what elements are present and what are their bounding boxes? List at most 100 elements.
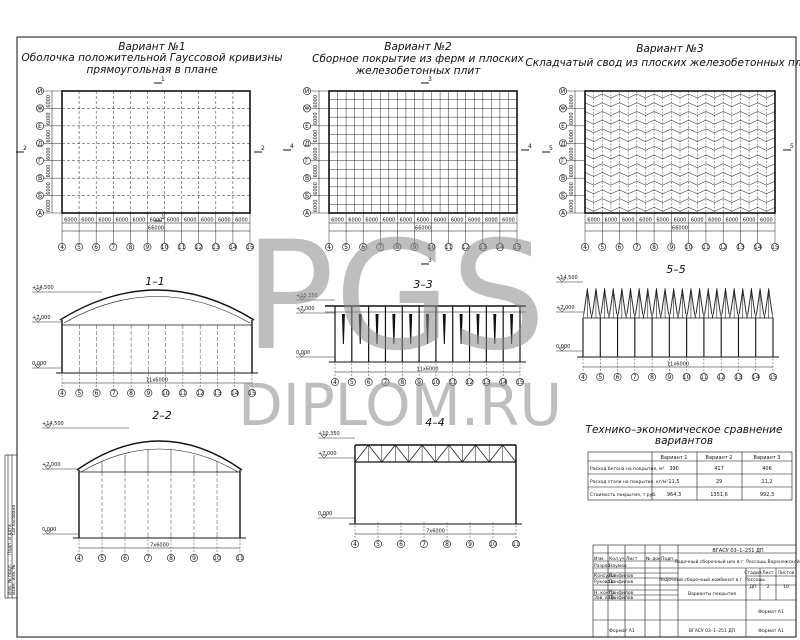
plan3-span-label: 6000 — [656, 218, 669, 224]
plan1-axis-bottom-label: 15 — [246, 244, 254, 251]
sec55-fold-inner — [652, 291, 660, 315]
plan3-axis-bottom-label: 10 — [685, 244, 693, 251]
sec33-axis-label: 6 — [367, 379, 371, 386]
plan3-total-label: 66000 — [672, 226, 688, 232]
stamp-name-5: Панфилов — [609, 595, 633, 601]
plan2-axis-left-label: Г — [305, 158, 309, 165]
plan2-axis-left-circle — [303, 191, 311, 200]
plan2-axis-left-label: Б — [305, 193, 309, 200]
sec33-axis-label: 11 — [449, 379, 457, 386]
sec33-level-mid-label: +7,000 — [296, 306, 315, 312]
cut-2-right-label: 2 — [261, 145, 265, 152]
sec44-truss-diagonal — [421, 444, 436, 463]
sec55-axis-circle — [734, 373, 743, 381]
variant1-subtitle-1: Оболочка положительной Гауссовой кривизн… — [21, 52, 282, 64]
plan2-axis-left-circle — [303, 121, 311, 130]
sec33-axis-circle — [516, 378, 524, 386]
plan3-span-label: 6000 — [708, 218, 721, 224]
plan1-outline — [61, 90, 251, 214]
plan2-span-label: 6000 — [485, 218, 498, 224]
plan3-side-label: 6000 — [569, 112, 575, 125]
sec55-fold-inner — [747, 291, 755, 315]
stamp-sheet-title: Варианты покрытия — [688, 591, 736, 597]
plan1-axis-bottom-circle — [211, 243, 220, 251]
sec44-axis-label: 10 — [489, 541, 497, 548]
plan3-axis-bottom-circle — [771, 243, 779, 251]
plan2-axis-bottom-label: 8 — [395, 244, 399, 251]
plan3-fold-zigzag — [584, 146, 776, 151]
sec55-level-top-arrow — [558, 278, 566, 283]
sec11-axis-circle — [127, 389, 135, 397]
sec55-axis-circle — [751, 373, 760, 381]
sec44-axis-circle — [397, 540, 405, 548]
plan3-axis-bottom-circle — [702, 243, 710, 251]
sec22-axis-circle — [75, 554, 83, 562]
sec33-truss-post — [459, 314, 463, 344]
cut-4-left-label: 4 — [290, 143, 294, 150]
sec11-axis-circle — [109, 389, 118, 397]
sec44-axis-circle — [512, 540, 520, 548]
sec55-axis-label: 4 — [581, 374, 585, 381]
comparison-row1-name: Расход бетона на покрытие, м³ — [590, 466, 664, 472]
sec55-fold-inner — [618, 291, 626, 315]
plan2-axis-bottom-circle — [496, 243, 504, 251]
watermark-pgs: PGS — [244, 210, 546, 384]
sec55-axis-label: 7 — [633, 374, 637, 381]
comparison-row3-v1: 964,3 — [667, 492, 681, 498]
comparison-row3-v3: 992,3 — [760, 492, 774, 498]
sec44-axis-circle — [443, 540, 451, 548]
plan1-axis-bottom-circle — [58, 243, 66, 251]
sec44-axis-label: 11 — [512, 541, 520, 548]
plan3-side-label: 6000 — [569, 182, 575, 195]
plan2-axis-bottom-label: 14 — [496, 244, 504, 251]
plan3-span-label: 6000 — [639, 218, 652, 224]
sec55-axis-label: 9 — [667, 374, 671, 381]
sec22-axis-circle — [167, 554, 175, 562]
sec22-span-label: 7x6000 — [150, 543, 169, 549]
stamp-sheets-label: Листов — [778, 570, 795, 576]
plan2-axis-bottom-circle — [427, 243, 436, 251]
sec44-axis-label: 5 — [376, 541, 380, 548]
plan3-axis-bottom-label: 12 — [719, 244, 727, 251]
sec44-level-mid-arrow — [320, 454, 328, 459]
sec33-level-mid-arrow — [298, 309, 306, 314]
side-stamp: Инв. № подл. Подп. и дата Взам. инв. № С… — [7, 505, 17, 595]
plan3-fold-zigzag — [584, 207, 776, 212]
comparison-header-v1: Вариант 1 — [661, 455, 688, 461]
sec11-axis-circle — [196, 389, 205, 397]
plan2-side-label: 6000 — [313, 200, 319, 213]
cut-5-right-label: 5 — [790, 143, 794, 150]
plan2-axis-left-label: Д — [305, 140, 310, 147]
section-4-4-title: 4–4 — [425, 416, 445, 429]
sec55-axis-label: 13 — [735, 374, 743, 381]
sec44-axis-label: 6 — [399, 541, 403, 548]
sec22-axis-circle — [121, 554, 129, 562]
side-stamp-4: Согласовано — [11, 505, 17, 535]
sec33-truss-post — [358, 314, 362, 344]
stamp-role-4: Н. контр. — [594, 590, 616, 596]
plan1-span-label: 6000 — [64, 218, 77, 224]
sec11-level-low-label: 0,000 — [32, 361, 46, 367]
plan3-span-label: 6000 — [587, 218, 600, 224]
cut-5-left-label: 5 — [549, 145, 553, 152]
stamp-name-1: Наумов — [609, 563, 627, 569]
sec55-fold-inner — [687, 291, 695, 315]
plan3-axis-left-label: В — [561, 175, 565, 182]
sec55-fold-inner — [704, 291, 712, 315]
plan3-span-label: 6000 — [725, 218, 738, 224]
plan3-span-label: 6000 — [622, 218, 635, 224]
sec33-axis-label: 8 — [400, 379, 404, 386]
section-1-1-title: 1–1 — [145, 275, 165, 288]
sec33-axis-circle — [465, 378, 474, 386]
plan2-axis-bottom-label: 5 — [344, 244, 348, 251]
comparison-row3-name: Стоимость покрытия, т.руб. — [590, 492, 656, 498]
sec33-level-top-label: +10,350 — [296, 293, 318, 299]
stamp-col-sign: Подп. — [661, 556, 675, 562]
sec55-fold-inner — [765, 291, 773, 315]
plan1-axis-left-circle — [36, 209, 44, 217]
plan3-axis-left-label: А — [561, 210, 566, 217]
plan2-side-label: 6000 — [313, 147, 319, 160]
stamp-sheet-no: 2 — [767, 584, 770, 590]
